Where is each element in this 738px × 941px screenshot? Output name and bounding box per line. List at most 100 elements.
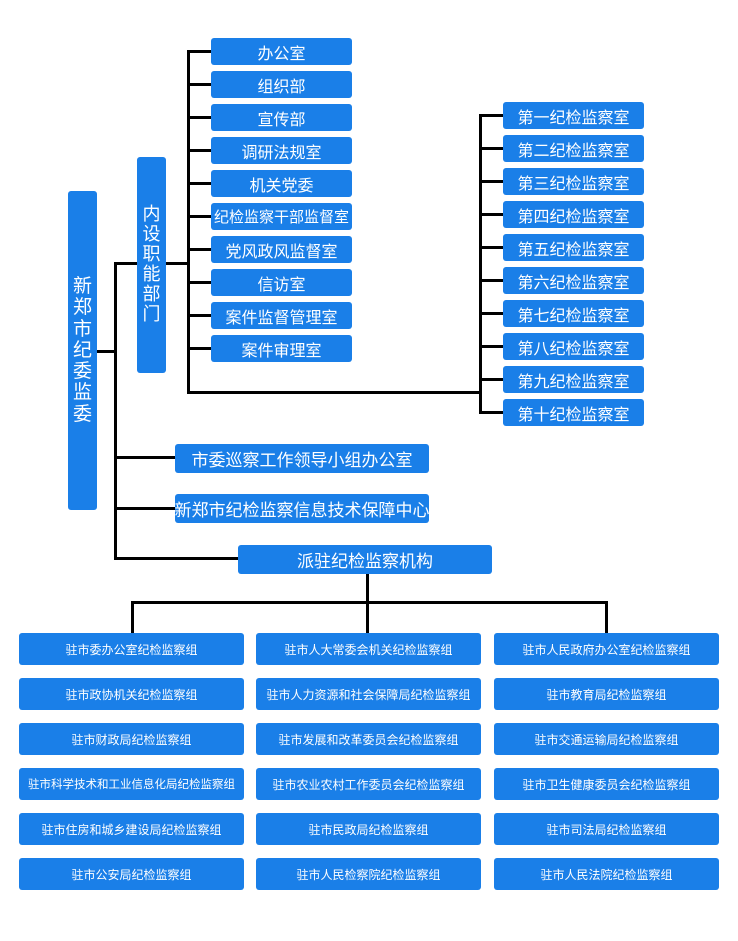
dispatched-group-box: 驻市人民法院纪检监察组 bbox=[494, 858, 719, 890]
dispatched-group-box-label: 驻市人民法院纪检监察组 bbox=[540, 867, 673, 882]
patrol-office-label: 市委巡察工作领导小组办公室 bbox=[191, 451, 413, 471]
inspection-room-box-label: 第六纪检监察室 bbox=[517, 272, 630, 292]
dispatched-group-box: 驻市财政局纪检监察组 bbox=[19, 723, 244, 755]
dispatched-group-box-label: 驻市教育局纪检监察组 bbox=[546, 687, 667, 702]
dispatched-group-box: 驻市政协机关纪检监察组 bbox=[19, 678, 244, 710]
dept-connector-h bbox=[187, 83, 212, 86]
room-connector-h bbox=[479, 246, 504, 249]
internal-dept-box: 宣传部 bbox=[211, 104, 352, 131]
dispatched-group-box-label: 驻市农业农村工作委员会纪检监察组 bbox=[272, 777, 465, 792]
dispatched-group-box-label: 驻市民政局纪检监察组 bbox=[308, 822, 429, 837]
inspection-room-box: 第五纪检监察室 bbox=[503, 234, 644, 261]
internal-dept-box: 纪检监察干部监督室 bbox=[211, 203, 352, 230]
room-connector-h bbox=[479, 213, 504, 216]
trunk-to-center-h bbox=[114, 507, 176, 510]
dispatched-group-box-label: 驻市住房和城乡建设局纪检监察组 bbox=[41, 822, 222, 837]
inspection-room-box: 第一纪检监察室 bbox=[503, 102, 644, 129]
trunk-to-dispatched-h bbox=[114, 557, 239, 560]
dispatched-group-box-label: 驻市卫生健康委员会纪检监察组 bbox=[522, 777, 691, 792]
inspection-room-box-label: 第十纪检监察室 bbox=[517, 404, 630, 424]
dispatched-group-box-label: 驻市发展和改革委员会纪检监察组 bbox=[278, 732, 459, 747]
root-node: 新郑市纪委监委 bbox=[68, 191, 97, 510]
dispatched-col2-v bbox=[366, 601, 369, 633]
inspection-room-box-label: 第二纪检监察室 bbox=[517, 140, 630, 160]
dispatched-group-box: 驻市民政局纪检监察组 bbox=[256, 813, 481, 845]
dispatched-group-box: 驻市教育局纪检监察组 bbox=[494, 678, 719, 710]
inspection-room-box-label: 第八纪检监察室 bbox=[517, 338, 630, 358]
inspection-room-box: 第四纪检监察室 bbox=[503, 201, 644, 228]
inspection-room-box: 第三纪检监察室 bbox=[503, 168, 644, 195]
dispatched-group-box: 驻市卫生健康委员会纪检监察组 bbox=[494, 768, 719, 800]
dispatched-group-box: 驻市人民检察院纪检监察组 bbox=[256, 858, 481, 890]
dispatched-group-box: 驻市科学技术和工业信息化局纪检监察组 bbox=[19, 768, 244, 800]
internal-dept-box-label: 案件监督管理室 bbox=[225, 307, 338, 327]
internal-dept-label: 内设职能部门 bbox=[142, 203, 161, 326]
dept-connector-h bbox=[187, 281, 212, 284]
dept-connector-h bbox=[187, 347, 212, 350]
dispatched-group-box-label: 驻市人力资源和社会保障局纪检监察组 bbox=[266, 687, 471, 702]
dispatched-group-box-label: 驻市委办公室纪检监察组 bbox=[65, 642, 198, 657]
dispatched-group-box-label: 驻市科学技术和工业信息化局纪检监察组 bbox=[28, 777, 235, 791]
rooms-bracket-v bbox=[479, 115, 482, 413]
inspection-room-box: 第七纪检监察室 bbox=[503, 300, 644, 327]
room-connector-h bbox=[479, 147, 504, 150]
patrol-office-node: 市委巡察工作领导小组办公室 bbox=[175, 444, 429, 473]
dispatched-group-box-label: 驻市人大常委会机关纪检监察组 bbox=[284, 642, 453, 657]
dispatched-group-box: 驻市发展和改革委员会纪检监察组 bbox=[256, 723, 481, 755]
dispatched-group-box: 驻市住房和城乡建设局纪检监察组 bbox=[19, 813, 244, 845]
dept-connector-h bbox=[187, 182, 212, 185]
dispatched-group-box-label: 驻市公安局纪检监察组 bbox=[71, 867, 192, 882]
inspection-room-box: 第九纪检监察室 bbox=[503, 366, 644, 393]
dispatched-label: 派驻纪检监察机构 bbox=[297, 552, 433, 572]
dispatched-group-box: 驻市人力资源和社会保障局纪检监察组 bbox=[256, 678, 481, 710]
dispatched-col1-v bbox=[131, 601, 134, 633]
dispatched-group-box: 驻市人大常委会机关纪检监察组 bbox=[256, 633, 481, 665]
internal-dept-box: 机关党委 bbox=[211, 170, 352, 197]
inspection-room-box-label: 第一纪检监察室 bbox=[517, 107, 630, 127]
dispatched-group-box-label: 驻市司法局纪检监察组 bbox=[546, 822, 667, 837]
internal-to-bracket-h bbox=[165, 262, 189, 265]
internal-bracket-v bbox=[187, 51, 190, 393]
dispatched-group-box-label: 驻市人民检察院纪检监察组 bbox=[296, 867, 441, 882]
dept-connector-h bbox=[187, 248, 212, 251]
internal-dept-box: 调研法规室 bbox=[211, 137, 352, 164]
dept-connector-h bbox=[187, 50, 212, 53]
dispatched-bar-h bbox=[131, 601, 608, 604]
dispatched-group-box: 驻市农业农村工作委员会纪检监察组 bbox=[256, 768, 481, 800]
inspection-room-box: 第十纪检监察室 bbox=[503, 399, 644, 426]
internal-dept-box: 党风政风监督室 bbox=[211, 236, 352, 263]
root-trunk-v bbox=[114, 262, 117, 560]
root-connector-h bbox=[97, 350, 115, 353]
dept-connector-h bbox=[187, 314, 212, 317]
dept-connector-h bbox=[187, 149, 212, 152]
room-connector-h bbox=[479, 114, 504, 117]
dispatched-group-box-label: 驻市政协机关纪检监察组 bbox=[65, 687, 198, 702]
inspection-room-box-label: 第四纪检监察室 bbox=[517, 206, 630, 226]
internal-dept-box-label: 调研法规室 bbox=[241, 142, 322, 162]
internal-dept-box-label: 宣传部 bbox=[257, 109, 306, 129]
room-connector-h bbox=[479, 180, 504, 183]
internal-dept-box: 办公室 bbox=[211, 38, 352, 65]
internal-dept-box: 组织部 bbox=[211, 71, 352, 98]
dispatched-node: 派驻纪检监察机构 bbox=[238, 545, 492, 574]
dispatched-group-box: 驻市司法局纪检监察组 bbox=[494, 813, 719, 845]
root-label: 新郑市纪委监委 bbox=[72, 275, 92, 425]
dispatched-group-box: 驻市公安局纪检监察组 bbox=[19, 858, 244, 890]
internal-dept-box-label: 信访室 bbox=[257, 274, 306, 294]
dept-connector-h bbox=[187, 215, 212, 218]
dispatched-group-box-label: 驻市人民政府办公室纪检监察组 bbox=[522, 642, 691, 657]
dispatched-group-box: 驻市委办公室纪检监察组 bbox=[19, 633, 244, 665]
dispatched-group-box-label: 驻市交通运输局纪检监察组 bbox=[534, 732, 679, 747]
dispatched-group-box: 驻市交通运输局纪检监察组 bbox=[494, 723, 719, 755]
internal-dept-box-label: 机关党委 bbox=[249, 175, 314, 195]
room-connector-h bbox=[479, 279, 504, 282]
room-connector-h bbox=[479, 411, 504, 414]
dispatched-group-box: 驻市人民政府办公室纪检监察组 bbox=[494, 633, 719, 665]
room-connector-h bbox=[479, 345, 504, 348]
dispatched-group-box-label: 驻市财政局纪检监察组 bbox=[71, 732, 192, 747]
internal-dept-box: 信访室 bbox=[211, 269, 352, 296]
internal-dept-box: 案件监督管理室 bbox=[211, 302, 352, 329]
internal-dept-box-label: 党风政风监督室 bbox=[225, 241, 338, 261]
trunk-to-internal-h bbox=[114, 262, 138, 265]
internal-dept-box-label: 办公室 bbox=[257, 43, 306, 63]
